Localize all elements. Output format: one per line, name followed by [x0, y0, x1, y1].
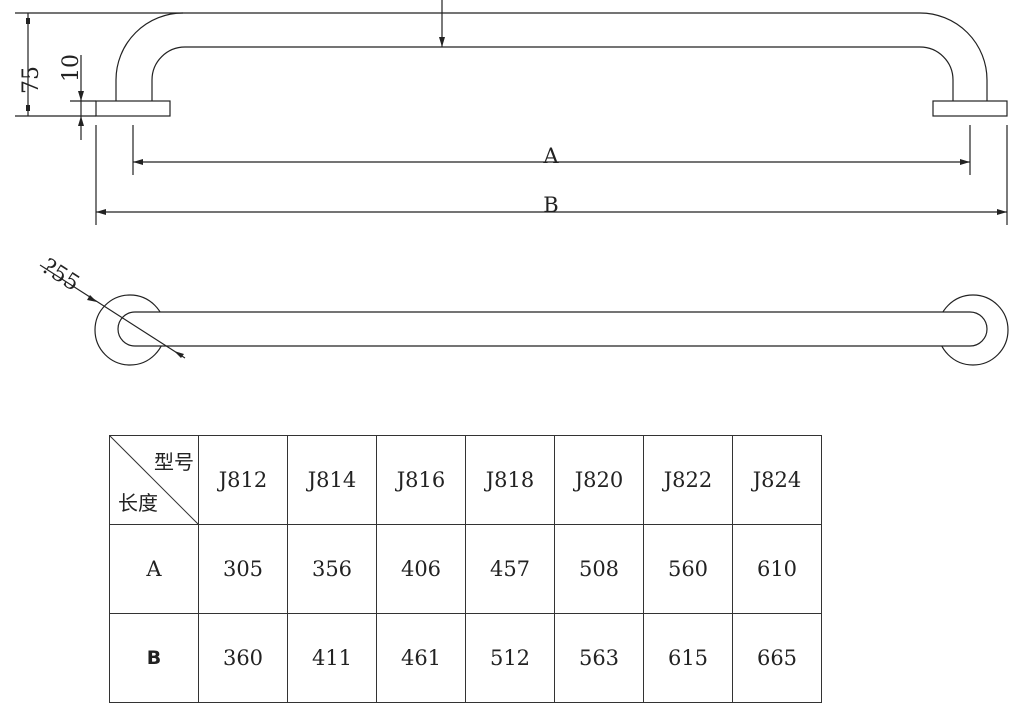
- value-cell: 560: [643, 524, 733, 614]
- header-corner-cell: 型号 长度: [109, 435, 199, 525]
- table-row-b: B 360 411 461 512 563 615 665: [109, 613, 822, 703]
- diameter-label: ?55: [37, 254, 84, 297]
- dim-10-label: 10: [59, 54, 84, 82]
- dim-75-label: 75: [19, 66, 44, 94]
- header-model: 型号: [154, 450, 194, 474]
- value-cell: 461: [376, 613, 466, 703]
- model-cell: J816: [376, 435, 466, 525]
- value-cell: 360: [198, 613, 288, 703]
- value-cell: 411: [287, 613, 377, 703]
- model-cell: J812: [198, 435, 288, 525]
- value-cell: 508: [554, 524, 644, 614]
- value-cell: 615: [643, 613, 733, 703]
- value-cell: 457: [465, 524, 555, 614]
- right-flange: [932, 100, 1008, 117]
- grab-bar-drawing: 75 10 A B ?55: [15, 0, 1009, 366]
- dim-b-label: B: [543, 193, 558, 217]
- left-flange: [95, 100, 171, 117]
- dimension-arrows: [26, 18, 1007, 215]
- dimension-table: 型号 长度 J812 J814 J816 J818 J820 J822 J824…: [109, 435, 822, 703]
- side-view: [15, 0, 1008, 225]
- value-cell: 305: [198, 524, 288, 614]
- model-cell: J824: [732, 435, 822, 525]
- model-cell: J814: [287, 435, 377, 525]
- model-cell: J820: [554, 435, 644, 525]
- dim-a-label: A: [542, 144, 559, 168]
- value-cell: 512: [465, 613, 555, 703]
- value-cell: 356: [287, 524, 377, 614]
- table-header-row: 型号 长度 J812 J814 J816 J818 J820 J822 J824: [109, 435, 822, 525]
- row-label: B: [109, 613, 199, 703]
- header-length: 长度: [118, 491, 158, 515]
- model-cell: J822: [643, 435, 733, 525]
- model-cell: J818: [465, 435, 555, 525]
- table-row-a: A 305 356 406 457 508 560 610: [109, 524, 822, 614]
- row-label: A: [109, 524, 199, 614]
- top-view: [39, 264, 1009, 366]
- value-cell: 406: [376, 524, 466, 614]
- value-cell: 610: [732, 524, 822, 614]
- value-cell: 563: [554, 613, 644, 703]
- value-cell: 665: [732, 613, 822, 703]
